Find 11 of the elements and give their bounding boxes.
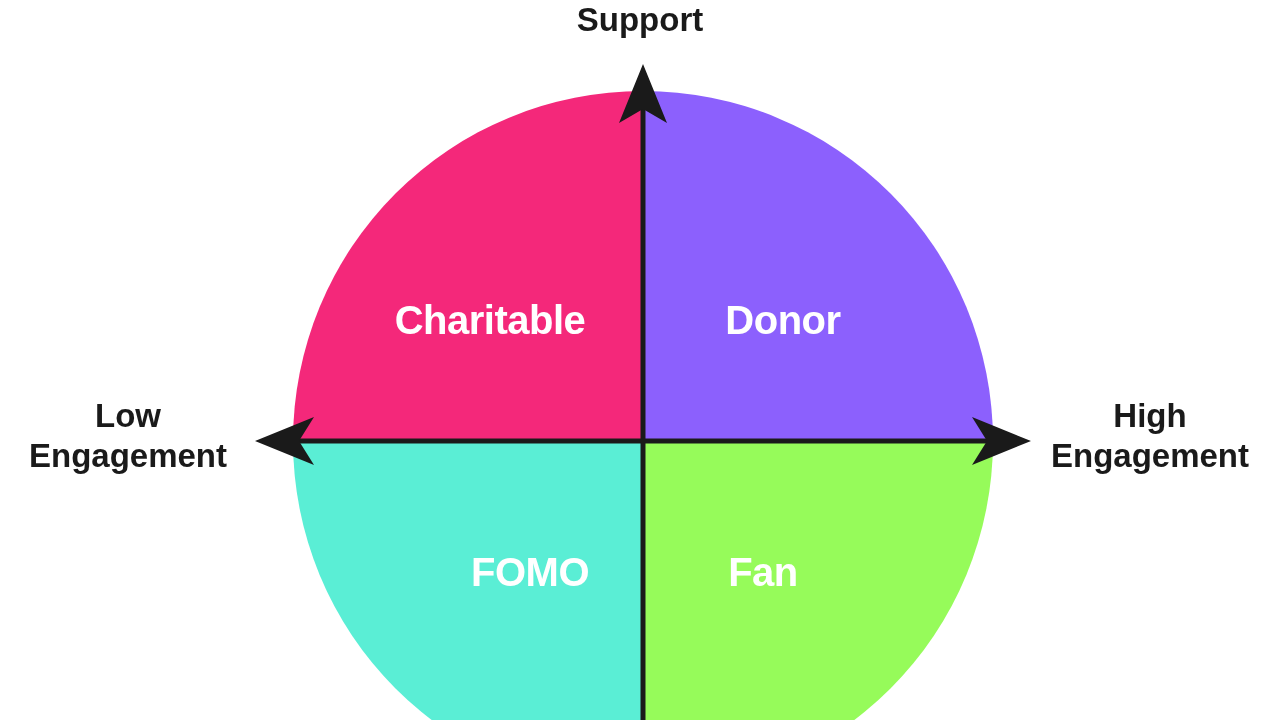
- quadrant-label: FOMO: [471, 552, 589, 592]
- axis-label: Low Engagement: [27, 396, 228, 477]
- quadrant-segment: [643, 441, 993, 720]
- quadrant-segment: [293, 441, 643, 720]
- axis-label: Support: [575, 0, 705, 40]
- quadrant-label: Fan: [728, 552, 798, 592]
- quadrant-label: Charitable: [394, 300, 586, 340]
- quadrant-label: Donor: [725, 300, 841, 340]
- quadrant-segment: [643, 91, 993, 441]
- quadrant-segment: [293, 91, 643, 441]
- axis-label: High Engagement: [1049, 396, 1250, 477]
